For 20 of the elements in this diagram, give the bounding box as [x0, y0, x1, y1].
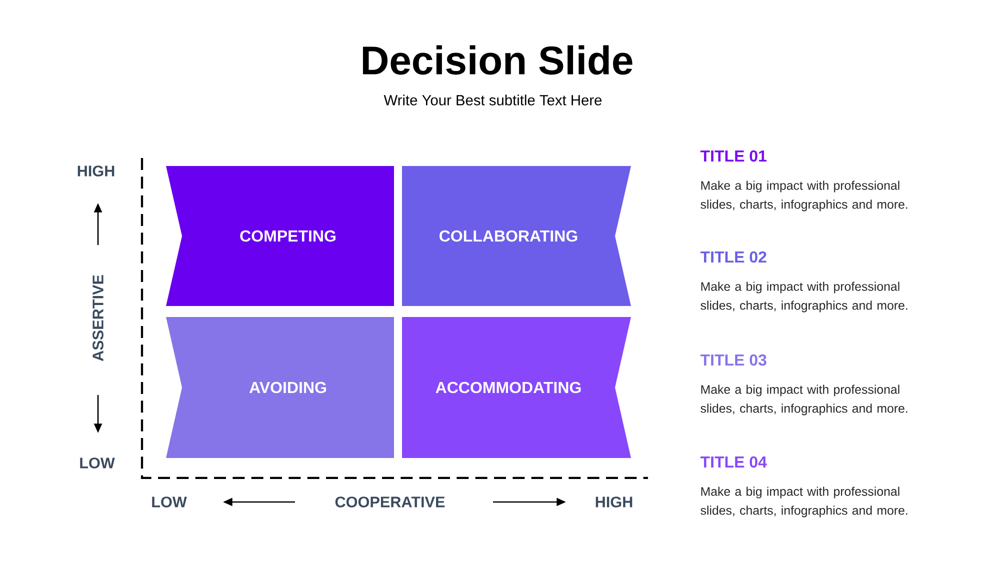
axis-label: LOW — [80, 458, 115, 468]
item-title: TITLE 03 — [700, 354, 766, 366]
axis-label: LOW — [152, 496, 187, 508]
item-title: TITLE 01 — [700, 150, 766, 162]
item-description: Make a big impact with professional slides, charts, infographics and more. — [700, 486, 908, 518]
quadrant-box: AVOIDING — [166, 317, 394, 458]
item-title: TITLE 02 — [700, 251, 766, 263]
quadrant-box: COMPETING — [166, 166, 394, 306]
title: Decision Slide — [362, 45, 632, 75]
quadrant-box: COLLABORATING — [402, 166, 631, 306]
axis-label: ASSERTIVE — [92, 275, 104, 362]
quadrant-box: ACCOMMODATING — [402, 317, 631, 458]
axis-label: COOPERATIVE — [335, 496, 445, 508]
item-description: Make a big impact with professional slides, charts, infographics and more. — [700, 384, 908, 416]
item-title: TITLE 04 — [700, 456, 767, 468]
axis-label: HIGH — [596, 496, 632, 508]
item-description: Make a big impact with professional slides, charts, infographics and more. — [700, 282, 908, 312]
subtitle: Write Your Best subtitle Text Here — [384, 94, 602, 106]
item-description: Make a big impact with professional slides, charts, infographics and more. — [700, 180, 908, 212]
axis-label: HIGH — [78, 166, 114, 176]
